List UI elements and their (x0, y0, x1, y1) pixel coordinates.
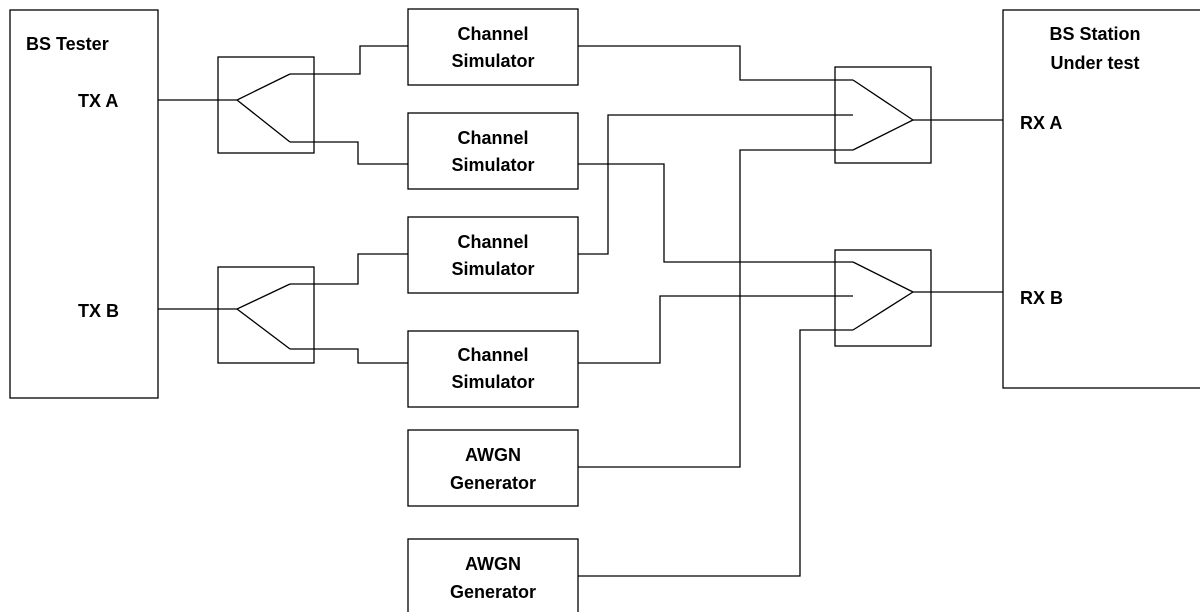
channel-simulator-1-line2: Simulator (451, 51, 534, 71)
tx-b-label: TX B (78, 301, 119, 321)
combiner-b (834, 249, 932, 347)
channel-simulator-4-line2: Simulator (451, 372, 534, 392)
awgn-generator-1: AWGN Generator (407, 429, 579, 507)
awgn-generator-1-line1: AWGN (465, 445, 521, 465)
rx-b-label: RX B (1020, 288, 1063, 308)
channel-simulator-4-line1: Channel (457, 345, 528, 365)
tx-a-label: TX A (78, 91, 118, 111)
wire-splitter-a-to-channel-simulator-2 (290, 141, 408, 165)
channel-simulator-2: Channel Simulator (407, 112, 579, 190)
channel-simulator-3-line2: Simulator (451, 259, 534, 279)
channel-simulator-3-line1: Channel (457, 232, 528, 252)
rx-a-label: RX A (1020, 113, 1062, 133)
bs-station-title-line1: BS Station (1049, 24, 1140, 44)
awgn-generator-2-line2: Generator (450, 582, 536, 602)
wire-splitter-a-to-channel-simulator-1 (290, 45, 408, 75)
channel-simulator-1: Channel Simulator (407, 8, 579, 86)
splitter-a (217, 56, 315, 154)
channel-simulator-2-line2: Simulator (451, 155, 534, 175)
channel-simulator-3: Channel Simulator (407, 216, 579, 294)
channel-simulator-1-line1: Channel (457, 24, 528, 44)
bs-tester-box (9, 9, 159, 399)
bs-station-title-line2: Under test (1050, 53, 1139, 73)
wire-channel-simulator-1-to-combiner-a (578, 45, 853, 81)
channel-simulator-4: Channel Simulator (407, 330, 579, 408)
wire-channel-simulator-2-to-combiner-b (578, 163, 853, 263)
awgn-generator-1-line2: Generator (450, 473, 536, 493)
wire-channel-simulator-4-to-combiner-b (578, 295, 853, 364)
wire-channel-simulator-3-to-combiner-a (578, 114, 853, 255)
wire-splitter-b-to-channel-simulator-4 (290, 348, 408, 364)
wire-awgn-generator-2-to-combiner-b (578, 329, 853, 577)
splitter-b (217, 266, 315, 364)
bs-station-box (1002, 9, 1200, 389)
wire-splitter-b-to-channel-simulator-3 (290, 253, 408, 285)
awgn-generator-2: AWGN Generator (407, 538, 579, 612)
bs-tester-title: BS Tester (26, 34, 109, 54)
channel-simulator-2-line1: Channel (457, 128, 528, 148)
awgn-generator-2-line1: AWGN (465, 554, 521, 574)
wire-awgn-generator-1-to-combiner-a (578, 149, 853, 468)
